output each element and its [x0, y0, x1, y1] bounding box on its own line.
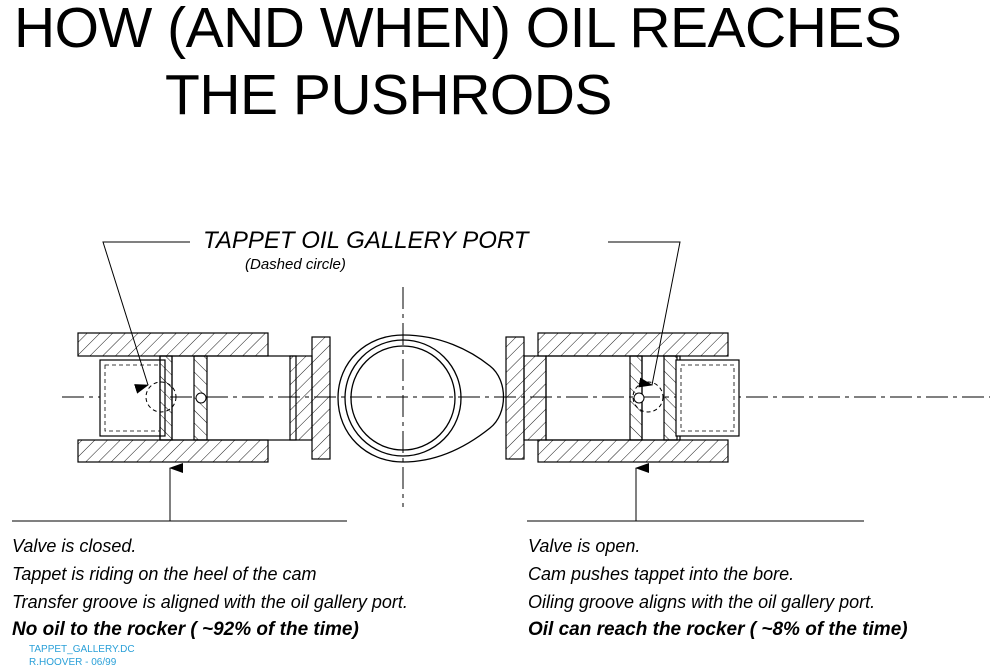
- right-tappet: [505, 336, 740, 460]
- right-note-4: Oil can reach the rocker ( ~8% of the ti…: [528, 619, 908, 640]
- left-tappet: [99, 336, 331, 460]
- title-line-2: THE PUSHRODS: [165, 63, 612, 127]
- left-note-1: Valve is closed.: [12, 536, 137, 556]
- callout-label: TAPPET OIL GALLERY PORT: [203, 227, 529, 254]
- note-pointers: [12, 463, 864, 522]
- left-note-4: No oil to the rocker ( ~92% of the time): [12, 619, 359, 640]
- right-note-3: Oiling groove aligns with the oil galler…: [528, 592, 876, 612]
- left-note-3: Transfer groove is aligned with the oil …: [12, 592, 408, 612]
- callout-leaders: [102, 241, 681, 394]
- right-note-2: Cam pushes tappet into the bore.: [528, 564, 795, 584]
- cam-lobe: [337, 334, 504, 463]
- drawing-filename: TAPPET_GALLERY.DC: [29, 644, 135, 655]
- callout-sublabel: (Dashed circle): [245, 256, 346, 273]
- right-note-1: Valve is open.: [528, 536, 641, 556]
- left-note-2: Tappet is riding on the heel of the cam: [12, 564, 317, 584]
- drawing-author: R.HOOVER - 06/99: [29, 657, 117, 668]
- right-bore: [537, 332, 729, 463]
- title-line-1: HOW (AND WHEN) OIL REACHES: [14, 0, 902, 60]
- left-bore: [77, 332, 269, 463]
- centerlines: [62, 287, 990, 507]
